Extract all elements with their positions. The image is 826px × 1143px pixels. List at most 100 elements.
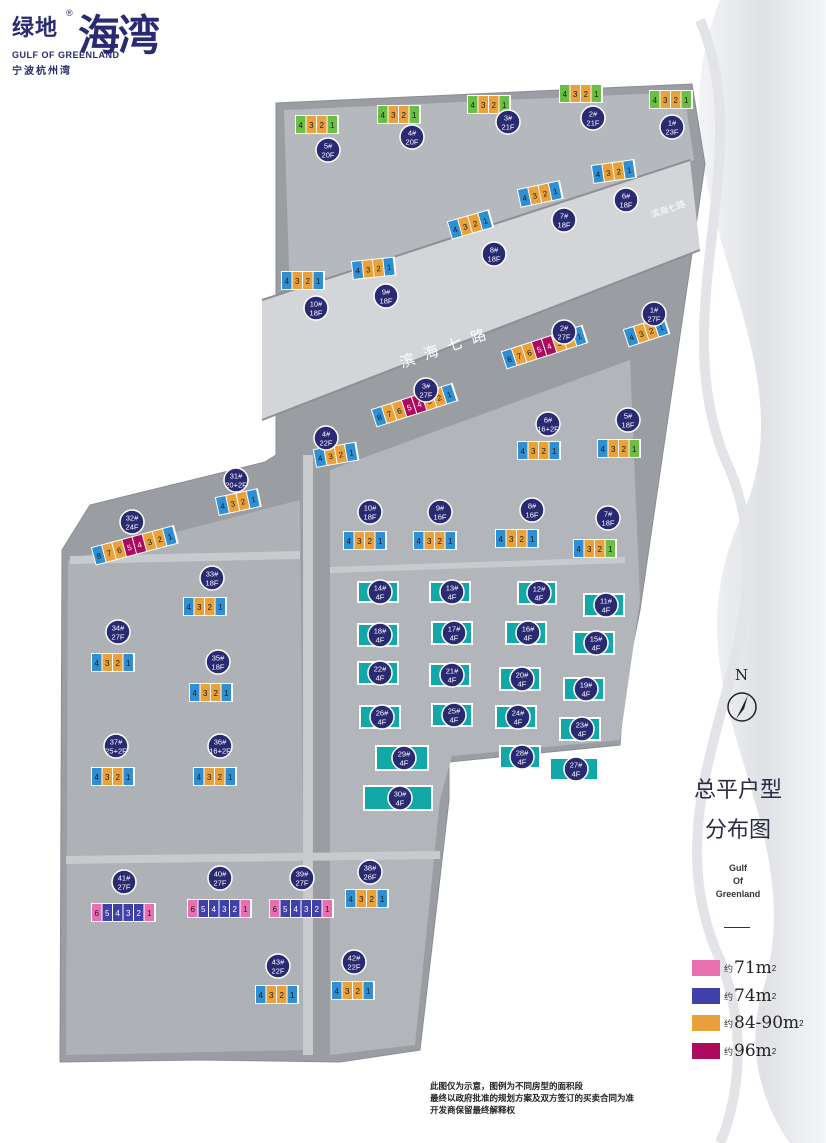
building-badge: 22#4F — [367, 660, 393, 686]
unit-block — [246, 489, 260, 509]
villa-21#: 21#4F — [429, 662, 471, 688]
unit-label: 1 — [448, 537, 453, 546]
unit-label: 4 — [628, 332, 636, 342]
unit-label: 3 — [611, 445, 616, 454]
unit-block — [574, 540, 584, 557]
unit-block — [296, 116, 306, 133]
badge-circle — [441, 620, 467, 646]
unit-label: 2 — [315, 905, 320, 914]
badge-circle — [439, 579, 465, 605]
badge-floors: 4F — [376, 674, 385, 683]
unit-label: 4 — [522, 193, 529, 203]
badge-number: 11# — [600, 597, 613, 606]
building-badge: 20#4F — [509, 666, 535, 692]
unit-label: 6 — [396, 406, 404, 416]
badge-circle — [289, 865, 315, 891]
badge-circle — [505, 704, 531, 730]
badge-number: 19# — [580, 681, 593, 690]
badge-floors: 24F — [126, 523, 139, 532]
unit-label: 3 — [230, 499, 237, 509]
legend-swatch — [692, 1015, 720, 1031]
unit-block — [226, 493, 240, 513]
unit-block — [401, 397, 417, 417]
badge-circle — [119, 509, 145, 535]
badge-floors: 18F — [380, 297, 393, 306]
building-badge: 1#27F — [641, 301, 667, 327]
unit-block — [619, 440, 629, 457]
unit-label: 3 — [365, 265, 371, 274]
unit-label: 4 — [563, 90, 568, 99]
unit-block — [363, 982, 373, 999]
unit-label: 1 — [250, 495, 257, 505]
building-badge: 14#4F — [367, 579, 393, 605]
building-badge: 33#18F — [199, 565, 225, 591]
unit-block — [424, 532, 434, 549]
compass-label: N — [735, 666, 749, 684]
unit-block — [383, 257, 395, 276]
unit-block — [102, 768, 112, 785]
unit-block — [478, 210, 493, 230]
unit-block — [591, 85, 601, 102]
legend-unit: 2 — [771, 991, 777, 1001]
unit-block — [113, 654, 123, 671]
unit-label: 1 — [380, 895, 385, 904]
badge-number: 3# — [504, 114, 513, 123]
unit-label: 2 — [218, 773, 223, 782]
unit-label: 3 — [391, 111, 396, 120]
unit-label: 3 — [328, 452, 334, 462]
badge-floors: 25+2F — [105, 747, 127, 756]
building-badge: 28#4F — [509, 744, 535, 770]
unit-label: 2 — [616, 167, 622, 177]
unit-label: 3 — [105, 773, 110, 782]
unit-label: 2 — [338, 450, 344, 460]
unit-label: 1 — [632, 445, 637, 454]
unit-label: 1 — [224, 689, 229, 698]
unit-label: 2 — [116, 773, 121, 782]
unit-label: 1 — [147, 909, 152, 918]
badge-number: 42# — [348, 954, 361, 963]
unit-block — [346, 890, 356, 907]
unit-label: 5 — [126, 543, 133, 553]
badge-number: 5# — [324, 142, 333, 151]
legend-prefix: 约 — [724, 991, 734, 1002]
unit-label: 1 — [502, 101, 507, 110]
badge-floors: 18F — [206, 579, 219, 588]
badge-number: 10# — [310, 300, 323, 309]
unit-block — [327, 116, 337, 133]
legend-prefix: 约 — [724, 1046, 734, 1057]
unit-block — [414, 532, 424, 549]
unit-block — [240, 900, 250, 917]
building-badge: 4#22F — [313, 425, 339, 451]
badge-floors: 4F — [518, 680, 527, 689]
legend-label: 96m — [734, 1041, 772, 1061]
unit-block — [549, 442, 559, 459]
badge-floors: 4F — [518, 758, 527, 767]
unit-label: 1 — [530, 535, 535, 544]
badge-circle — [315, 137, 341, 163]
badge-floors: 18F — [602, 519, 615, 528]
brand-logo-en: GULF OF GREENLAND — [12, 50, 120, 60]
building-badge: 38#26F — [357, 859, 383, 885]
badge-circle — [441, 702, 467, 728]
badge-number: 16# — [522, 625, 535, 634]
badge-circle — [105, 619, 131, 645]
legend-label: 74m — [734, 986, 772, 1006]
badge-floors: 21F — [502, 123, 515, 132]
unit-label: 4 — [95, 659, 100, 668]
badge-number: 3# — [422, 382, 431, 391]
unit-label: 2 — [214, 689, 219, 698]
unit-label: 1 — [608, 545, 613, 554]
unit-block — [306, 116, 316, 133]
unit-label: 6 — [273, 905, 278, 914]
unit-label: 5 — [201, 905, 206, 914]
unit-label: 3 — [481, 101, 486, 110]
